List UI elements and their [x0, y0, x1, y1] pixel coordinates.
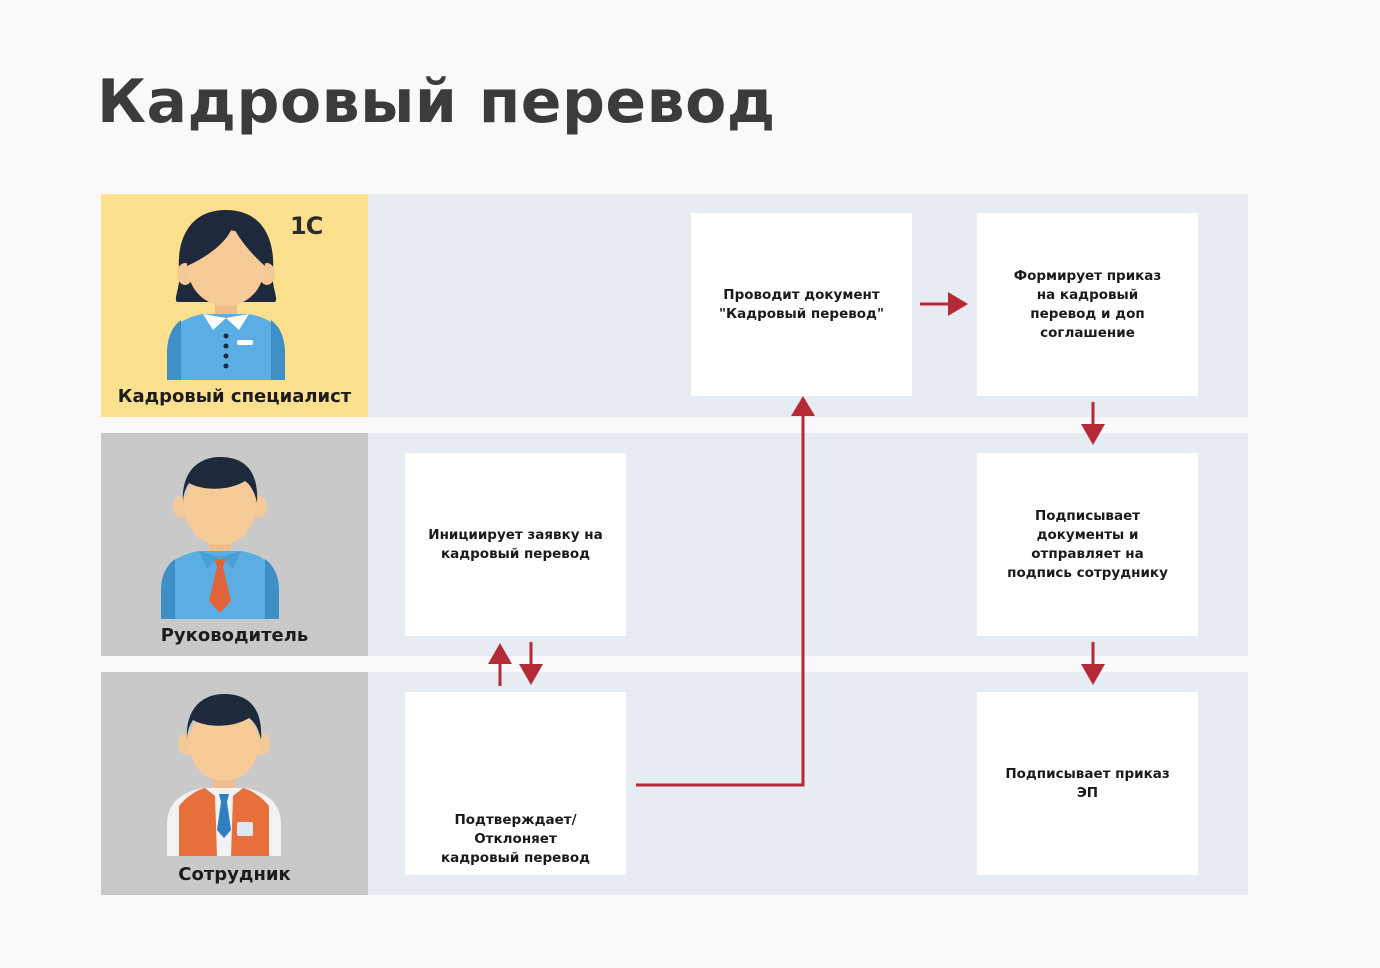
arrowhead-up-process [791, 396, 815, 416]
step-box-form-order: Формирует приказ на кадровый перевод и д… [977, 213, 1198, 396]
step-box-sign-order: Подписывает приказ ЭП [977, 692, 1198, 875]
role-header-manager: Руководитель [101, 433, 368, 656]
arrowhead-right-form-order [948, 292, 968, 316]
role-header-hr-specialist: 1С Кадровый специалист [101, 194, 368, 417]
arrow-confirm-to-process [636, 412, 805, 787]
step-text-confirm-reject: Подтверждает/Отклоняет кадровый перевод [440, 812, 591, 866]
role-label-employee: Сотрудник [178, 864, 291, 885]
logo-1c: 1С [290, 212, 323, 240]
step-text-initiate-request: Инициирует заявку на кадровый перевод [428, 526, 603, 562]
step-text-process-document: Проводит документ "Кадровый перевод" [719, 286, 884, 322]
step-text-form-order: Формирует приказ на кадровый перевод и д… [1013, 267, 1162, 341]
arrowhead-down-sign-send [1081, 424, 1105, 445]
role-header-employee: Сотрудник [101, 672, 368, 895]
step-text-sign-order: Подписывает приказ ЭП [1005, 765, 1170, 801]
manager-with-tie-avatar-icon [161, 457, 279, 619]
employee-in-vest-avatar-icon [167, 694, 281, 856]
step-box-confirm-reject: Подтверждает/Отклоняет кадровый перевод [405, 692, 626, 875]
arrowhead-up-initiate [488, 643, 512, 664]
role-label-hr-specialist: Кадровый специалист [117, 386, 352, 407]
arrowhead-down-confirm [519, 664, 543, 685]
step-box-sign-and-send: Подписывает документы и отправляет на по… [977, 453, 1198, 636]
role-label-manager: Руководитель [160, 625, 309, 646]
step-box-initiate-request: Инициирует заявку на кадровый перевод [405, 453, 626, 636]
step-box-process-document: Проводит документ "Кадровый перевод" [691, 213, 912, 396]
step-text-sign-and-send: Подписывает документы и отправляет на по… [1007, 507, 1168, 581]
arrowhead-down-sign-order [1081, 664, 1105, 685]
female-specialist-avatar-icon [167, 210, 285, 380]
page-title: Кадровый перевод [97, 67, 776, 137]
